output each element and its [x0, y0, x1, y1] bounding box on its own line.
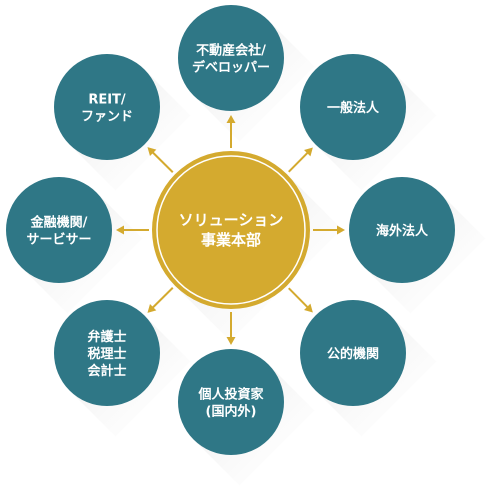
finance-label-line-1: 金融機関/ [30, 215, 88, 231]
reit-label-line-1: REIT/ [88, 93, 126, 108]
hub-label-line-2: 事業本部 [201, 231, 261, 249]
individual-arrow [226, 312, 236, 345]
public-circle [300, 300, 406, 406]
developer-circle [178, 5, 284, 111]
node-reit: REIT/ファンド [54, 54, 160, 160]
hub-inner-ring [156, 155, 306, 305]
reit-circle [54, 54, 160, 160]
individual-circle [178, 349, 284, 455]
developer-label-line-2: デベロッパー [192, 60, 270, 76]
node-developer: 不動産会社/デベロッパー [178, 5, 284, 111]
hub-outer-circle [152, 151, 310, 309]
public-arrow [288, 287, 313, 313]
node-individual: 個人投資家(国内外) [178, 349, 284, 455]
individual-label-line-1: 個人投資家 [197, 387, 264, 403]
overseas-label-line-1: 海外法人 [376, 223, 429, 239]
corporate-circle [300, 54, 406, 160]
professional-label-line-1: 弁護士 [87, 329, 126, 345]
node-public: 公的機関 [300, 300, 406, 406]
professional-label-line-3: 会計士 [87, 363, 126, 379]
finance-circle [6, 177, 112, 283]
professional-arrow [147, 287, 174, 313]
individual-label-line-2: (国内外) [206, 404, 257, 420]
reit-arrow [147, 147, 174, 173]
node-overseas: 海外法人 [349, 177, 455, 283]
category-nodes: 不動産会社/デベロッパー一般法人海外法人公的機関個人投資家(国内外)弁護士税理士… [6, 5, 455, 455]
professional-circle [54, 300, 160, 406]
finance-label-line-2: サービサー [26, 232, 91, 248]
overseas-circle [349, 177, 455, 283]
hub-label-line-1: ソリューション [179, 211, 284, 229]
professional-label-line-2: 税理士 [87, 346, 126, 362]
corporate-arrow [288, 147, 313, 173]
developer-label-line-1: 不動産会社/ [196, 43, 266, 59]
developer-arrow [226, 115, 236, 148]
connector-arrows [116, 115, 345, 345]
node-finance: 金融機関/サービサー [6, 177, 112, 283]
overseas-arrow [313, 225, 345, 235]
public-label-line-1: 公的機関 [327, 346, 379, 362]
finance-arrow [116, 225, 149, 235]
corporate-label-line-1: 一般法人 [327, 100, 380, 116]
reit-label-line-2: ファンド [81, 110, 133, 125]
node-corporate: 一般法人 [300, 54, 406, 160]
